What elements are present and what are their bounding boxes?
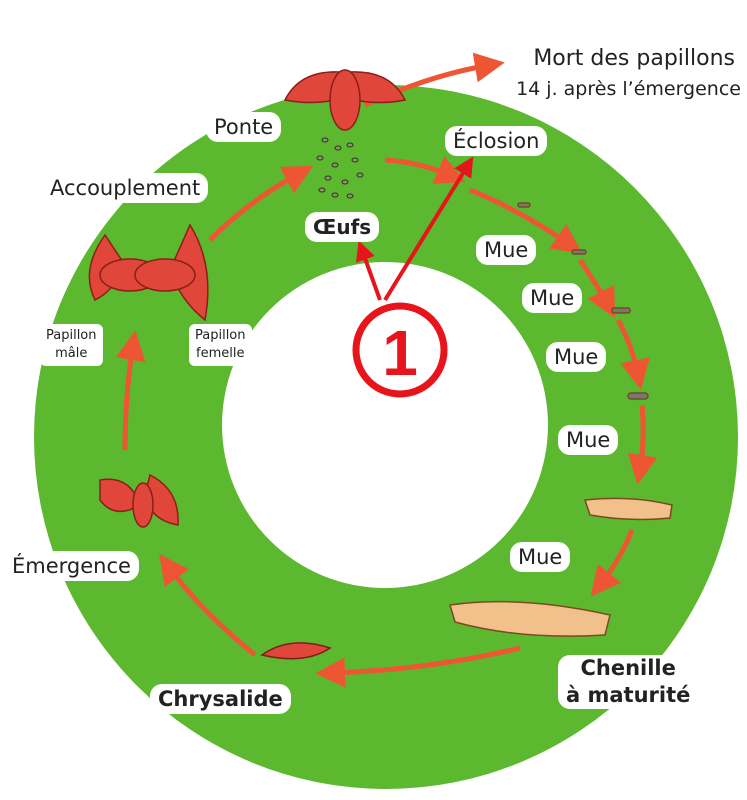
death-note-line1: Mort des papillons [533, 46, 735, 71]
label-chenille: Chenille à maturité [558, 655, 699, 709]
label-papillon-male-line2: mâle [55, 346, 88, 361]
label-mue-5: Mue [510, 542, 571, 572]
emerging-moth-icon [99, 473, 179, 528]
label-mue-4: Mue [558, 425, 619, 455]
label-mue-2: Mue [522, 283, 583, 313]
label-papillon-femelle-line2: femelle [196, 346, 245, 361]
label-eclosion: Éclosion [445, 126, 548, 156]
moth-icon [283, 69, 407, 131]
label-chenille-line2: à maturité [566, 683, 691, 707]
label-mue-1: Mue [476, 235, 537, 265]
chrysalis-icon [260, 642, 332, 660]
label-chrysalide: Chrysalide [150, 684, 291, 714]
label-papillon-male: Papillon mâle [40, 324, 103, 366]
caterpillar-icons [449, 202, 673, 637]
death-note-line2: 14 j. après l’émergence [516, 78, 741, 100]
label-emergence: Émergence [4, 551, 139, 581]
label-oeufs: Œufs [305, 212, 380, 242]
marker-arrows [355, 156, 474, 302]
label-papillon-male-line1: Papillon [46, 328, 97, 343]
inner-circle [222, 262, 548, 588]
cycle-arrows [115, 52, 658, 688]
mating-moths-icon [88, 223, 209, 322]
label-ponte: Ponte [206, 112, 282, 142]
label-chenille-line1: Chenille [580, 656, 676, 680]
marker-circle [352, 302, 448, 398]
label-papillon-femelle: Papillon femelle [189, 324, 252, 366]
label-papillon-femelle-line1: Papillon [195, 328, 246, 343]
marker-number: 1 [382, 317, 418, 389]
eggs-cluster [316, 137, 364, 199]
label-mue-3: Mue [546, 342, 607, 372]
label-accouplement: Accouplement [42, 173, 209, 203]
